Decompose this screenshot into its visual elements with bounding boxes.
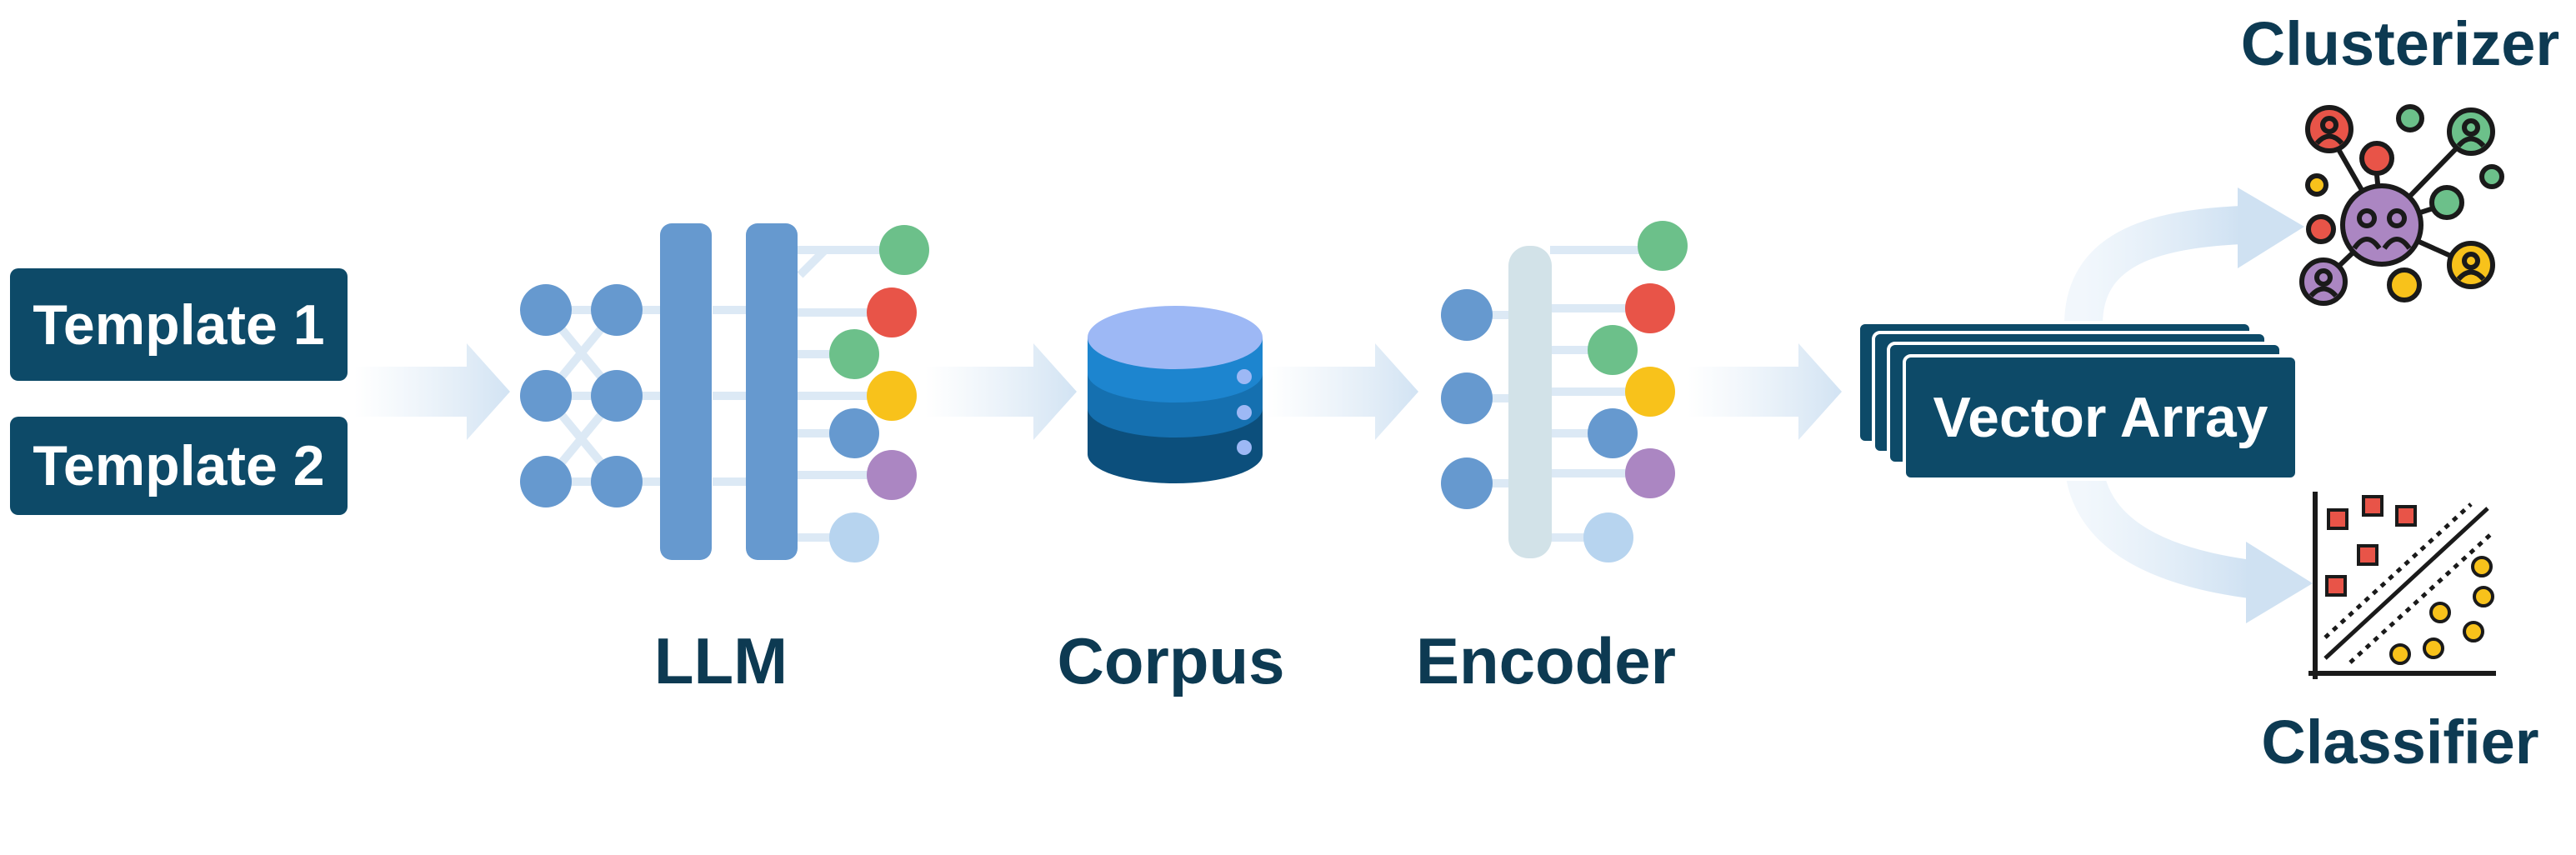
- llm-node: [520, 284, 572, 336]
- flow-arrows: [354, 188, 2313, 623]
- llm-output-node: [829, 408, 879, 458]
- llm-output-node: [829, 512, 879, 562]
- encoder-label: Encoder: [1415, 624, 1677, 698]
- llm-network-icon: [520, 223, 929, 562]
- encoder-output-node: [1625, 367, 1675, 417]
- arrow-head-clusterizer: [2238, 188, 2304, 268]
- llm-label: LLM: [653, 624, 788, 698]
- encoder-node: [1441, 289, 1493, 341]
- cluster-network-icon: [2299, 104, 2504, 306]
- arrow-to-clusterizer: [2064, 206, 2243, 326]
- llm-output-node: [879, 225, 929, 275]
- encoder-output-node: [1638, 221, 1688, 271]
- corpus-label: Corpus: [1057, 624, 1285, 698]
- encoder-output-node: [1583, 512, 1633, 562]
- arrow-encoder-to-vectors: [1688, 343, 1842, 440]
- llm-layer-bar: [746, 223, 798, 560]
- arrow-corpus-to-encoder: [1267, 343, 1418, 440]
- template-2-box: Template 2: [10, 417, 348, 515]
- arrow-templates-to-llm: [354, 343, 510, 440]
- encoder-node: [1441, 458, 1493, 509]
- llm-output-node: [867, 450, 917, 500]
- encoder-output-node: [1625, 448, 1675, 498]
- arrow-llm-to-corpus: [925, 343, 1077, 440]
- classifier-label: Classifier: [2261, 708, 2539, 777]
- clusterizer-label: Clusterizer: [2240, 9, 2560, 78]
- llm-layer-bar: [660, 223, 712, 560]
- llm-node: [591, 284, 643, 336]
- encoder-node: [1441, 372, 1493, 424]
- encoder-network-icon: [1441, 221, 1688, 562]
- llm-output-node: [867, 288, 917, 338]
- scatter-classifier-icon: [2308, 492, 2496, 679]
- encoder-layer-bar: [1508, 246, 1552, 558]
- arrow-to-classifier: [2064, 455, 2253, 598]
- database-icon: [1088, 306, 1263, 483]
- llm-node: [591, 370, 643, 422]
- encoder-output-node: [1588, 408, 1638, 458]
- arrow-head-classifier: [2246, 542, 2313, 623]
- llm-node: [520, 456, 572, 508]
- encoder-output-node: [1625, 283, 1675, 333]
- llm-node: [591, 456, 643, 508]
- llm-output-node: [829, 329, 879, 379]
- vector-array-box: Vector Array: [1903, 354, 2298, 481]
- template-1-box: Template 1: [10, 268, 348, 381]
- llm-node: [520, 370, 572, 422]
- llm-output-node: [867, 371, 917, 421]
- encoder-output-node: [1588, 325, 1638, 375]
